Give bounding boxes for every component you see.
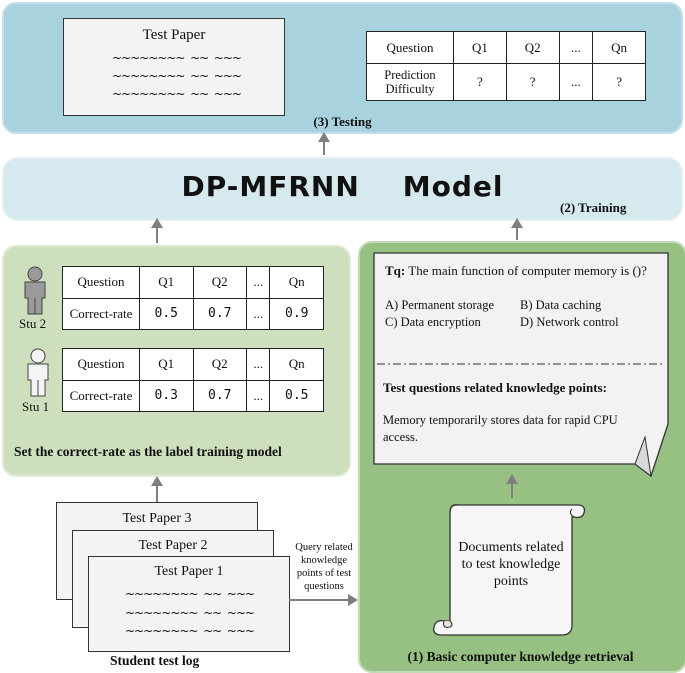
student-icon [24,266,46,315]
table-header-cell: Q2 [192,266,247,299]
table-header-cell: Q1 [139,348,194,381]
scroll-text: Documents related to test knowledge poin… [458,540,564,589]
student-log-caption: Student test log [110,653,200,668]
table-header-cell: Question [62,266,140,299]
table-header-cell: Qn [269,266,324,299]
arrow-up [151,218,163,243]
table-header-cell: Q2 [192,348,247,381]
paper-title: Test Paper 2 [138,538,208,553]
tq-line: Tq: The main function of computer memory… [385,263,647,279]
testing-label: (3) Testing [313,114,372,129]
option-b: B) Data caching [520,298,602,312]
model-title: DP-MFRNN Model [181,170,504,203]
option-a: A) Permanent storage [385,298,494,312]
correct-rate-caption: Set the correct-rate as the label traini… [14,444,282,459]
arrow-up [511,218,523,240]
table-header-cell: Qn [592,31,646,64]
kp-text: Memory temporarily stores data for rapid… [383,413,618,444]
stu1-table: Question Q1 Q2 ... Qn Correct-rate 0.3 0… [62,348,324,412]
table-cell: ? [592,63,646,101]
table-cell: ... [245,379,271,412]
tq-text: The main function of computer memory is … [408,263,647,278]
paper-title: Test Paper 3 [122,511,192,526]
prediction-table: Question Q1 Q2 ... Qn Prediction Difficu… [366,31,646,101]
stu2-table: Question Q1 Q2 ... Qn Correct-rate 0.5 0… [62,266,324,330]
test-paper-title: Test Paper [142,27,206,43]
arrow-up [151,476,163,502]
table-cell: 0.9 [269,297,324,330]
training-label: (2) Training [560,200,627,215]
kp-title: Test questions related knowledge points: [383,380,607,395]
table-cell: 0.5 [269,379,324,412]
table-cell: ... [558,63,594,101]
table-header-cell: ... [558,31,594,64]
table-header-cell: Question [62,348,140,381]
question-document [373,252,669,478]
model-panel [2,157,683,221]
arrow-right [289,599,349,601]
wavy-line: ~~~~~~~~ ~~ ~~~ [125,587,255,601]
arrow-up [506,474,518,498]
test-paper-1: Test Paper 1 ~~~~~~~~ ~~ ~~~ ~~~~~~~~ ~~… [88,556,290,652]
table-cell: 0.3 [139,379,194,412]
wavy-line: ~~~~~~~~ ~~ ~~~ [112,87,242,101]
table-header-cell: Q1 [453,31,507,64]
arrow-head [348,594,358,606]
test-paper-top: Test Paper ~~~~~~~~ ~~ ~~~ ~~~~~~~~ ~~ ~… [63,18,285,116]
table-cell: ? [453,63,507,101]
stu1-label: Stu 1 [22,399,50,414]
table-header-cell: Question [366,31,454,64]
row-label: Prediction Difficulty [366,63,454,101]
table-header-cell: Q1 [139,266,194,299]
arrow-up [318,132,330,155]
row-label: Correct-rate [62,379,140,412]
table-header-cell: Qn [269,348,324,381]
student-icon [27,348,49,397]
tq-prefix: Tq: [385,263,406,278]
wavy-line: ~~~~~~~~ ~~ ~~~ [125,624,255,638]
table-header-cell: ... [245,266,271,299]
query-label: Query related knowledge points of test q… [295,542,353,592]
row-label: Correct-rate [62,297,140,330]
option-c: C) Data encryption [385,315,481,329]
option-d: D) Network control [520,315,619,329]
paper-title: Test Paper 1 [154,564,224,579]
scroll-icon [433,504,586,636]
table-cell: ? [505,63,560,101]
wavy-line: ~~~~~~~~ ~~ ~~~ [112,51,242,65]
wavy-line: ~~~~~~~~ ~~ ~~~ [125,606,255,620]
table-cell: 0.7 [192,297,247,330]
table-header-cell: ... [245,348,271,381]
knowledge-caption: (1) Basic computer knowledge retrieval [407,649,634,664]
table-cell: 0.5 [139,297,194,330]
wavy-line: ~~~~~~~~ ~~ ~~~ [112,69,242,83]
stu2-label: Stu 2 [19,316,47,331]
table-cell: 0.7 [192,379,247,412]
table-cell: ... [245,297,271,330]
table-header-cell: Q2 [505,31,560,64]
